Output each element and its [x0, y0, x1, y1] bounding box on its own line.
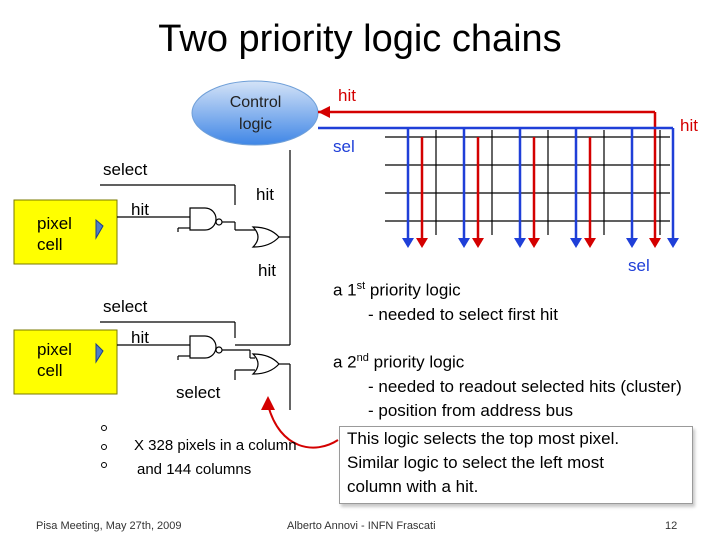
hit-label-gate-top: hit: [256, 185, 274, 204]
priority-1-prefix: a 1: [333, 280, 357, 300]
priority-2-detail-1: - needed to readout selected hits (clust…: [368, 376, 682, 396]
callout-arrow-head: [261, 396, 275, 410]
hit-label-2: hit: [131, 328, 149, 347]
hit-label-1: hit: [131, 200, 149, 219]
inverter-bubbles: [215, 218, 223, 354]
or-gates: [251, 226, 280, 375]
pixel-cell-1-line2: cell: [37, 235, 63, 254]
pixel-count-line2: and 144 columns: [137, 461, 252, 478]
red-column-arrows: [416, 137, 661, 248]
sel-label-top: sel: [333, 137, 355, 156]
priority-1-heading: a 1st priority logic: [333, 274, 558, 303]
page-title: Two priority logic chains: [158, 18, 562, 60]
pixel-cell-1-label: pixel cell: [37, 213, 72, 255]
blue-column-arrows: [402, 128, 679, 248]
pixel-count-line1: X 328 pixels in a column: [134, 437, 297, 454]
pixel-cell-2-line2: cell: [37, 361, 63, 380]
pixel-count-text: X 328 pixels in a column and 144 columns: [134, 434, 297, 482]
note-line-1: This logic selects the top most pixel.: [347, 429, 620, 448]
note-line-3: column with a hit.: [347, 477, 479, 496]
priority-2-detail-2: - position from address bus: [368, 400, 574, 420]
select-label-1: select: [103, 160, 148, 179]
pixel-cell-2-line1: pixel: [37, 340, 72, 359]
callout-arrow: [267, 404, 339, 449]
priority-2-heading: a 2nd priority logic: [333, 346, 682, 375]
sel-label-bottom: sel: [628, 256, 650, 275]
pixel-cell-2-label: pixel cell: [37, 339, 72, 381]
priority-1-sup: st: [356, 280, 366, 292]
priority-2-text: a 2nd priority logic - needed to readout…: [333, 346, 682, 423]
and-gates: [189, 207, 217, 359]
pixel-cell-1-line1: pixel: [37, 214, 72, 233]
hit-label-right: hit: [680, 116, 698, 135]
priority-2-prefix: a 2: [333, 352, 357, 372]
select-label-3: select: [176, 383, 221, 402]
logic-note-box: This logic selects the top most pixel. S…: [339, 426, 693, 504]
hit-label-top: hit: [338, 86, 356, 105]
priority-2-sup: nd: [356, 352, 369, 364]
hit-bus-red: [318, 110, 657, 240]
hit-label-mid: hit: [258, 261, 276, 280]
note-line-2: Similar logic to select the left most: [347, 453, 604, 472]
select-label-2: select: [103, 297, 148, 316]
priority-1-suffix: priority logic: [365, 280, 461, 300]
hit-arrow-head: [318, 106, 330, 118]
control-logic-label: Control logic: [198, 92, 313, 136]
more-pixels-dots: [101, 425, 107, 468]
priority-1-detail: - needed to select first hit: [368, 304, 558, 324]
pixel-cell-2: [13, 329, 118, 395]
page-number: 12: [665, 520, 678, 532]
priority-1-text: a 1st priority logic - needed to select …: [333, 274, 558, 327]
footer-left: Pisa Meeting, May 27th, 2009: [36, 520, 182, 532]
control-logic-line1: Control: [229, 94, 282, 111]
footer-center: Alberto Annovi - INFN Frascati: [287, 520, 436, 532]
priority-2-suffix: priority logic: [368, 352, 465, 372]
logic-wiring: [100, 150, 291, 410]
control-logic-line2: logic: [239, 116, 272, 133]
pixel-matrix-grid: [385, 130, 670, 235]
sel-bus-blue: [318, 126, 675, 240]
cell-output-markers: [95, 218, 104, 364]
